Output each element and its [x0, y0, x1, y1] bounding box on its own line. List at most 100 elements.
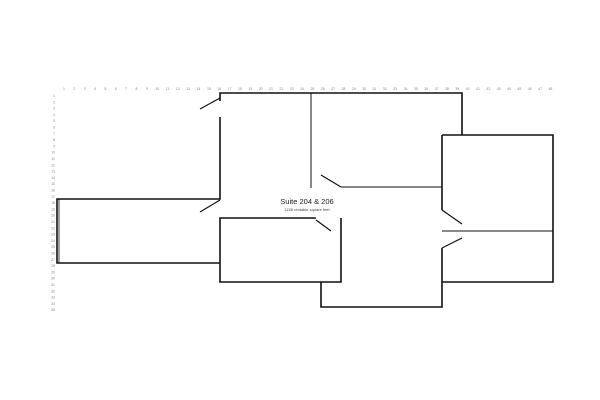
- ruler-tick-label: 40: [466, 87, 470, 91]
- ruler-tick-label: 8: [135, 87, 137, 91]
- outer-walls: [56, 92, 554, 308]
- ruler-tick-label: 20: [51, 214, 55, 218]
- ruler-tick-label: 41: [476, 87, 480, 91]
- suite-title: Suite 204 & 206: [280, 197, 334, 206]
- ruler-tick-label: 21: [269, 87, 273, 91]
- ruler-tick-label: 35: [414, 87, 418, 91]
- ruler-tick-label: 3: [53, 107, 55, 111]
- ruler-tick-label: 31: [51, 283, 55, 287]
- ruler-tick-label: 24: [51, 239, 55, 243]
- ruler-tick-label: 38: [445, 87, 449, 91]
- ruler-tick-label: 12: [51, 163, 55, 167]
- ruler-tick-label: 45: [517, 87, 521, 91]
- ruler-tick-label: 31: [373, 87, 377, 91]
- ruler-tick-label: 37: [435, 87, 439, 91]
- ruler-tick-label: 34: [51, 302, 55, 306]
- ruler-tick-label: 15: [207, 87, 211, 91]
- ruler-tick-label: 4: [53, 113, 55, 117]
- right-room-wall: [442, 134, 554, 283]
- ruler-tick-label: 11: [51, 157, 55, 161]
- door-icon: [320, 174, 342, 188]
- ruler-tick-label: 35: [51, 308, 55, 312]
- ruler-tick-label: 27: [51, 258, 55, 262]
- ruler-tick-label: 26: [321, 87, 325, 91]
- ruler-tick-label: 46: [528, 87, 532, 91]
- ruler-tick-label: 26: [51, 252, 55, 256]
- ruler-tick-label: 29: [352, 87, 356, 91]
- door-icon: [199, 97, 221, 110]
- ruler-tick-label: 33: [393, 87, 397, 91]
- ruler-tick-label: 28: [341, 87, 345, 91]
- ruler-tick-label: 16: [51, 189, 55, 193]
- ruler-tick-label: 10: [155, 87, 159, 91]
- ruler-tick-label: 44: [507, 87, 511, 91]
- ruler-tick-label: 48: [548, 87, 552, 91]
- ruler-tick-label: 17: [51, 195, 55, 199]
- ruler-tick-label: 17: [228, 87, 232, 91]
- ruler-tick-label: 1: [53, 94, 55, 98]
- ruler-tick-label: 1: [63, 87, 65, 91]
- ruler-tick-label: 42: [486, 87, 490, 91]
- ruler-tick-label: 6: [53, 126, 55, 130]
- door-icon: [441, 209, 463, 225]
- ruler-tick-label: 22: [51, 226, 55, 230]
- ruler-tick-label: 11: [166, 87, 170, 91]
- ruler-tick-label: 24: [300, 87, 304, 91]
- ruler-tick-label: 7: [125, 87, 127, 91]
- ruler-tick-label: 29: [51, 270, 55, 274]
- ruler-tick-label: 9: [53, 144, 55, 148]
- ruler-tick-label: 30: [362, 87, 366, 91]
- ruler-tick-label: 12: [176, 87, 180, 91]
- ruler-tick-label: 20: [259, 87, 263, 91]
- ruler-tick-label: 36: [424, 87, 428, 91]
- lower-room-wall: [219, 217, 342, 283]
- ruler-tick-label: 16: [217, 87, 221, 91]
- ruler-tick-label: 22: [279, 87, 283, 91]
- door-icon: [441, 237, 463, 249]
- left-ruler: 1234567891011121314151617181920212223242…: [51, 94, 55, 312]
- ruler-tick-label: 13: [51, 170, 55, 174]
- suite-area: 1158 rentable square feet: [284, 207, 330, 212]
- door-icon: [315, 219, 332, 232]
- ruler-tick-label: 5: [53, 119, 55, 123]
- ruler-tick-label: 9: [146, 87, 148, 91]
- ruler-tick-label: 32: [383, 87, 387, 91]
- ruler-tick-label: 34: [404, 87, 408, 91]
- ruler-tick-label: 25: [310, 87, 314, 91]
- ruler-tick-label: 8: [53, 138, 55, 142]
- ruler-tick-label: 4: [94, 87, 96, 91]
- ruler-tick-label: 39: [455, 87, 459, 91]
- top-wall: [219, 92, 463, 135]
- ruler-tick-label: 23: [290, 87, 294, 91]
- ruler-tick-label: 13: [186, 87, 190, 91]
- left-wing-wall: [56, 117, 221, 264]
- ruler-tick-label: 5: [104, 87, 106, 91]
- door-swings: [199, 97, 463, 249]
- ruler-tick-label: 14: [51, 176, 55, 180]
- ruler-tick-label: 21: [51, 220, 55, 224]
- ruler-tick-label: 43: [497, 87, 501, 91]
- ruler-tick-label: 19: [248, 87, 252, 91]
- ruler-tick-label: 33: [51, 296, 55, 300]
- ruler-tick-label: 2: [73, 87, 75, 91]
- ruler-tick-label: 6: [115, 87, 117, 91]
- ruler-tick-label: 14: [197, 87, 201, 91]
- ruler-tick-label: 30: [51, 277, 55, 281]
- ruler-tick-label: 7: [53, 132, 55, 136]
- ruler-tick-label: 2: [53, 100, 55, 104]
- ruler-tick-label: 18: [51, 201, 55, 205]
- ruler-tick-label: 32: [51, 289, 55, 293]
- ruler-tick-label: 47: [538, 87, 542, 91]
- ruler-tick-label: 19: [51, 207, 55, 211]
- door-icon: [199, 199, 221, 213]
- ruler-tick-label: 23: [51, 233, 55, 237]
- ruler-tick-label: 18: [238, 87, 242, 91]
- ruler-tick-label: 10: [51, 151, 55, 155]
- ruler-tick-label: 27: [331, 87, 335, 91]
- ruler-tick-label: 15: [51, 182, 55, 186]
- bottom-wall: [320, 282, 443, 308]
- ruler-tick-label: 3: [84, 87, 86, 91]
- interior-walls: [310, 93, 553, 232]
